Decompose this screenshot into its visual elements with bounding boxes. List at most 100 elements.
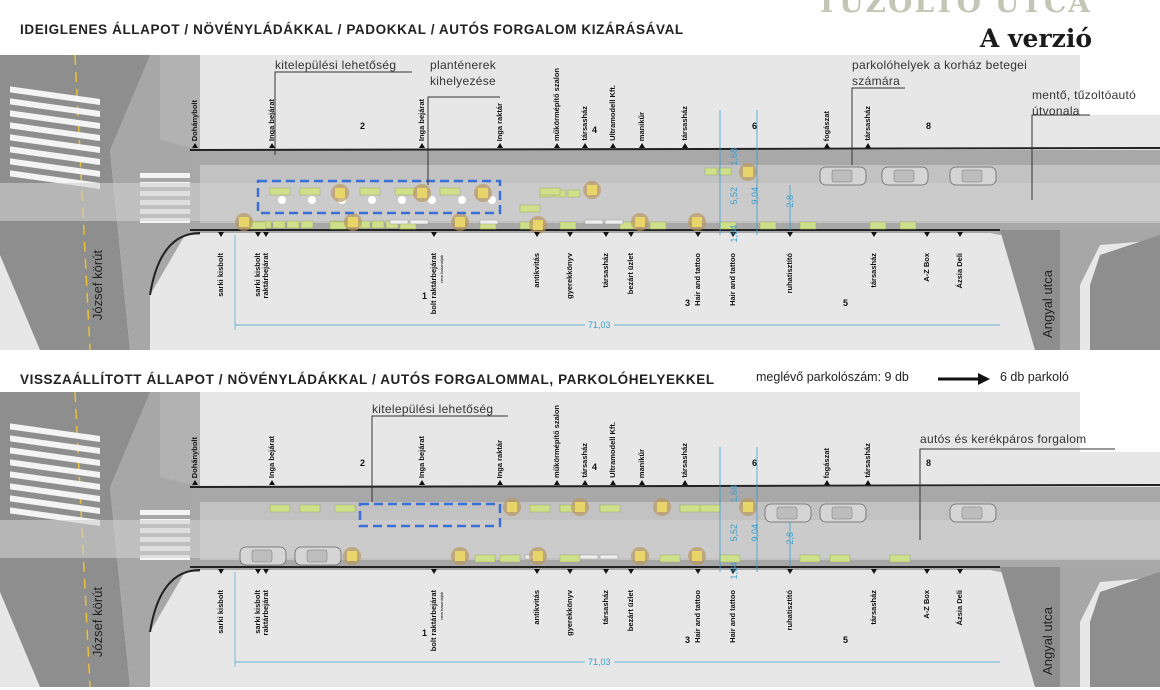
planter-box [499,554,521,563]
block-number: 1 [422,628,428,638]
planter-box [371,220,385,229]
crosswalk-stripe [10,483,100,503]
entrance-marker [419,143,425,148]
planter-box [704,167,718,176]
entrance-marker [957,569,963,574]
entrance-marker [628,232,634,237]
planter-box [649,221,667,230]
entrance-marker [924,569,930,574]
block-number: 5 [843,635,849,645]
kitelepules-area [358,502,502,528]
lane-marking [74,55,91,350]
planter-box [299,187,321,196]
chair [308,196,316,204]
annotation-plantenerek-2: kihelyezése [430,74,497,88]
shop-label: A-Z Box [922,253,931,282]
shop-label: manikűr [637,111,646,141]
dimension-label: 1,84 [729,562,739,580]
shop-label: Inga bejárat [417,435,426,478]
shop-label: társasház [601,253,610,288]
block-number: 6 [752,121,758,131]
tree-pit [239,217,249,227]
crosswalk-stripe [10,134,100,154]
entrance-marker [269,480,275,485]
dimension-label: 2,8 [785,532,795,545]
site-plan [0,55,1160,350]
shop-label: antikvitás [532,590,541,625]
arrow-right-icon [938,373,990,385]
planter-box [567,189,581,198]
tree-pit [455,551,465,561]
planter-box [799,554,821,563]
tree-pit [635,551,645,561]
planter-box [559,221,577,230]
shop-label: bezárt üzlet [626,590,635,632]
street-label-jozsef-korut: József körút [90,250,105,321]
chair [428,196,436,204]
crosswalk-stripe [10,435,100,455]
shop-label: társasház [680,106,689,141]
tree-pit [587,185,597,195]
tree-pit [533,220,543,230]
planter-box [889,554,911,563]
annotation-plantenerek: planténerek [430,58,497,72]
angyal-utca-road [1000,230,1060,350]
street-label-jozsef-korut: József körút [90,587,105,658]
car-icon [881,166,929,186]
entrance-marker [567,232,573,237]
crosswalk-stripe [10,146,100,166]
shop-label: társasház [580,443,589,478]
entrance-marker [497,143,503,148]
planter-box [300,220,314,229]
dimension-label: 1,68 [729,148,739,166]
tree-pit [743,167,753,177]
planter-box [759,221,777,230]
brand-title: TŰZOLTÓ UTCA [816,0,1092,19]
dimension-label: 9,04 [750,524,760,542]
block-number: 2 [360,121,366,131]
shop-label: Dohánybolt [190,436,199,478]
planter-box [679,504,701,513]
shop-label: gyerekkönyv [565,253,574,299]
bench [579,554,599,560]
shop-label: ruhatisztító [785,253,794,294]
block-number: 4 [592,462,598,472]
planter-box [659,554,681,563]
car-icon [764,503,812,523]
entrance-marker [534,569,540,574]
entrance-marker [554,480,560,485]
street-label-angyal-utca: Angyal utca [1040,270,1055,338]
tree-pit [417,188,427,198]
annotation-emergency: mentő, tűzoltóautó [1032,88,1137,102]
planter-box [719,554,741,563]
dimension-label: 9,04 [750,187,760,205]
car-icon [239,546,287,566]
entrance-marker [582,480,588,485]
leader-line [851,87,905,165]
dimension-total: 71,03 [585,657,614,667]
block-number: 3 [685,298,691,308]
planter-box [359,187,381,196]
entrance-marker [263,569,269,574]
crosswalk-stripe [10,110,100,130]
annotation-parking-2: számára [852,74,901,88]
entrance-marker [255,569,261,574]
bench [584,219,604,225]
tree-pit [635,217,645,227]
car-icon [949,503,997,523]
tree-pit [533,551,543,561]
tree-pit [335,188,345,198]
dimension-label: 1,84 [729,225,739,243]
entrance-marker [603,232,609,237]
shop-label: ruhatisztító [785,590,794,631]
shop-label: sarki kisbolt [216,253,225,297]
tree-pit [455,217,465,227]
block-number: 1 [422,291,428,301]
entrance-marker [192,480,198,485]
leader-line [427,96,500,185]
leader-line [1031,114,1090,200]
entrance-marker [218,569,224,574]
block-number: 6 [752,458,758,468]
car-icon [819,166,867,186]
